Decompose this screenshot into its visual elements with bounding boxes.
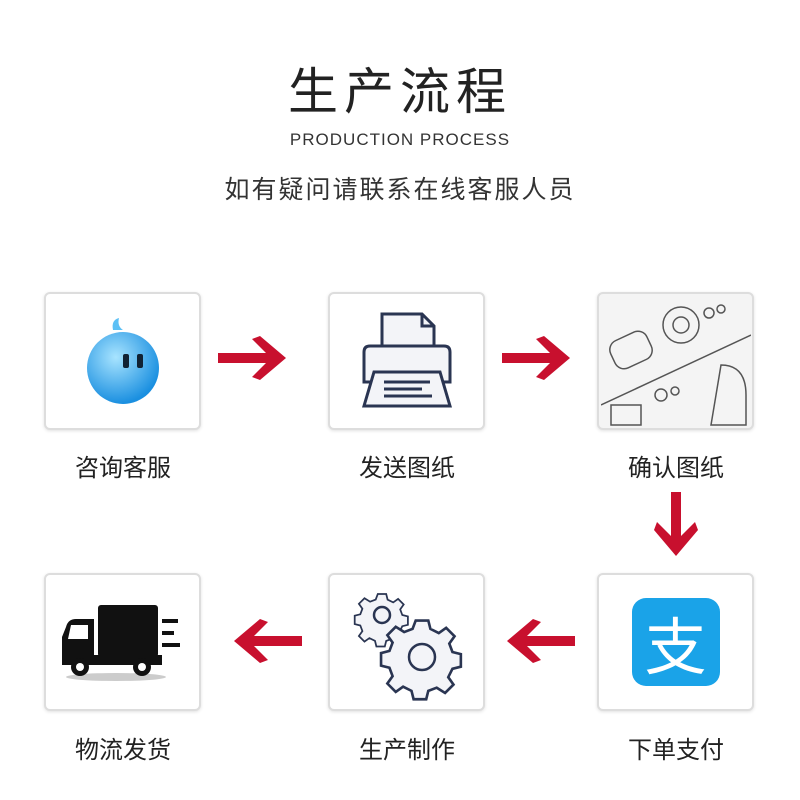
step-label: 生产制作 xyxy=(359,737,455,764)
blueprint-icon xyxy=(600,304,751,426)
step-production-card xyxy=(328,573,485,711)
step-confirm-drawing-card xyxy=(597,292,754,430)
page-subtitle: PRODUCTION PROCESS xyxy=(289,130,511,149)
alipay-icon: 支 xyxy=(631,598,720,686)
arrow-right-icon xyxy=(218,336,286,380)
arrow-down-icon xyxy=(654,492,698,556)
page-title: 生产流程 xyxy=(288,64,512,120)
step-consult-card xyxy=(44,292,201,430)
arrow-left-icon xyxy=(507,619,575,663)
step-label: 发送图纸 xyxy=(359,455,455,482)
step-send-drawing-card xyxy=(328,292,485,430)
chat-bubble-icon xyxy=(86,318,159,404)
printer-icon xyxy=(361,312,452,408)
truck-icon xyxy=(61,605,180,681)
step-label: 物流发货 xyxy=(75,737,171,764)
step-shipping-card xyxy=(44,573,201,711)
arrow-left-icon xyxy=(234,619,302,663)
step-label: 确认图纸 xyxy=(628,455,724,482)
arrow-right-icon xyxy=(502,336,570,380)
contact-note: 如有疑问请联系在线客服人员 xyxy=(224,176,576,204)
step-label: 下单支付 xyxy=(628,737,724,764)
gears-icon xyxy=(353,593,462,701)
step-pay-card: 支 xyxy=(597,573,754,711)
step-label: 咨询客服 xyxy=(75,455,171,482)
alipay-icon-text: 支 xyxy=(644,614,707,683)
